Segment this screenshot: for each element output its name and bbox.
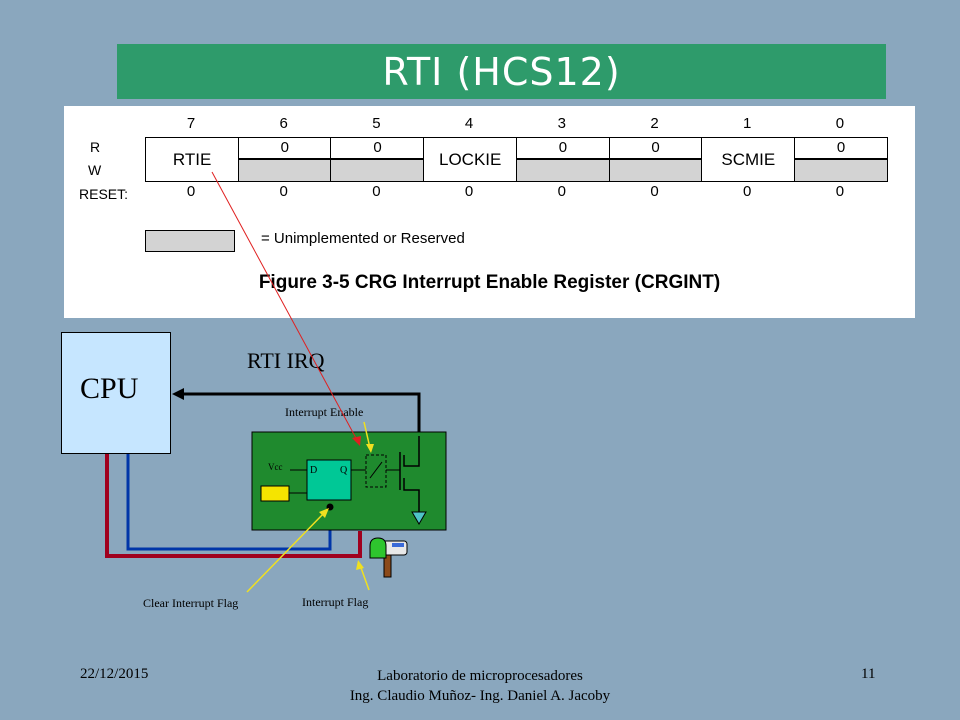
reset-value: 0 — [650, 183, 659, 200]
reset-value: 0 — [186, 183, 196, 200]
reset-value: 0 — [835, 183, 845, 200]
reserved-bit-read-value: 0 — [608, 137, 703, 159]
row-label-r: R — [90, 139, 101, 155]
cpu-box — [61, 332, 171, 454]
flip-flop — [306, 459, 352, 501]
footer-page-number: 11 — [861, 666, 876, 682]
reserved-bit-write-area — [793, 159, 889, 182]
irq-arrowhead — [172, 388, 184, 400]
figure-caption: Figure 3-5 CRG Interrupt Enable Register… — [258, 272, 721, 293]
reset-value: 0 — [279, 183, 288, 200]
enable-switch-blade — [369, 461, 383, 479]
irq-line — [178, 392, 421, 432]
reset-value: 0 — [743, 183, 752, 200]
footer-course-line1: Laboratorio de microprocesadores — [377, 668, 583, 684]
vcc-label: Vcc — [268, 462, 283, 472]
transistor-source — [403, 478, 420, 512]
clear-flag-pointer-arrowhead — [319, 508, 329, 518]
clear-flag-pointer-line — [246, 511, 326, 593]
bit-number: 7 — [186, 115, 196, 132]
reset-value: 0 — [557, 183, 566, 200]
transistor-drain — [403, 436, 420, 467]
bit-number: 0 — [835, 115, 845, 132]
bit-number: 2 — [650, 115, 659, 132]
flip-flop-q-label: Q — [340, 465, 348, 476]
register-bit-rtie: RTIE — [145, 137, 240, 182]
enable-pointer-arrowhead — [366, 444, 374, 453]
cpu-label: CPU — [80, 372, 139, 405]
bit-number: 5 — [372, 115, 381, 132]
slide-title: RTI (HCS12) — [117, 44, 886, 99]
ground-symbol — [411, 511, 427, 525]
mailbox-icon — [369, 537, 408, 578]
flag-pointer-line — [359, 564, 370, 591]
rti-irq-label: RTI IRQ — [247, 348, 325, 373]
red-wire — [105, 454, 362, 558]
reset-value: 0 — [464, 183, 474, 200]
interrupt-flag-label: Interrupt Flag — [302, 595, 369, 609]
legend-swatch — [145, 230, 235, 252]
register-bit-lockie: LOCKIE — [423, 137, 518, 182]
footer-date: 22/12/2015 — [80, 666, 149, 682]
reserved-bit-read-value: 0 — [793, 137, 889, 159]
bit-number: 6 — [279, 115, 288, 132]
reserved-bit-read-value: 0 — [330, 137, 425, 159]
flip-flop-d-label: D — [310, 465, 317, 476]
clear-interrupt-flag-label: Clear Interrupt Flag — [143, 596, 239, 610]
rtie-pointer-line — [211, 171, 358, 441]
legend-text: = Unimplemented or Reserved — [261, 230, 465, 247]
rtie-pointer-arrowhead — [352, 436, 361, 446]
row-label-reset: RESET: — [79, 186, 129, 202]
input-pad — [260, 485, 290, 502]
bit-number: 4 — [464, 115, 474, 132]
flag-pointer-arrowhead — [356, 560, 364, 570]
footer-course: Laboratorio de microprocesadores Ing. Cl… — [330, 666, 630, 706]
register-bit-scmie: SCMIE — [701, 137, 796, 182]
row-label-w: W — [88, 162, 102, 178]
enable-switch — [365, 454, 387, 488]
footer-course-line2: Ing. Claudio Muñoz- Ing. Daniel A. Jacob… — [349, 688, 611, 704]
bit-number: 3 — [557, 115, 566, 132]
reserved-bit-read-value: 0 — [237, 137, 332, 159]
bit-number: 1 — [743, 115, 752, 132]
reset-value: 0 — [372, 183, 381, 200]
enable-pointer-line — [363, 421, 371, 449]
